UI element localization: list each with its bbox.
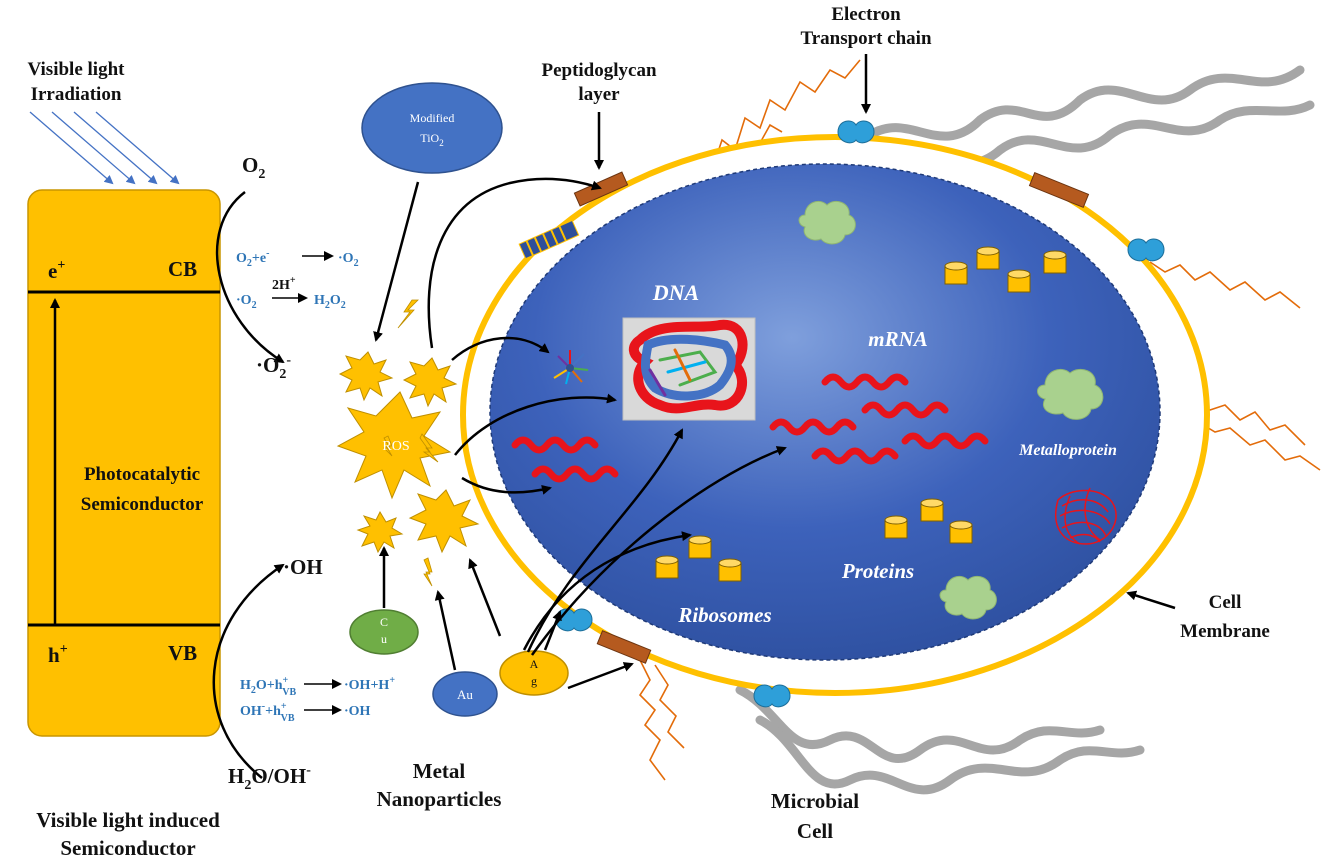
metal-np-label-1: Metal: [413, 759, 466, 783]
visible-light-label-1: Visible light: [28, 59, 126, 80]
ros-bursts: [336, 351, 480, 554]
bottom-left-label-1: Visible light induced: [36, 808, 220, 832]
cu-label-2: u: [381, 632, 387, 646]
h-plus-label: h+: [48, 642, 68, 667]
equation-2-right: H2O2: [314, 293, 346, 311]
visible-light-label-2: Irradiation: [31, 84, 122, 105]
equation-4-left: OH-+h+VB: [240, 701, 295, 724]
modified-tio2-label-2: TiO2: [420, 131, 443, 148]
superoxide-label: ·O2-: [256, 353, 291, 382]
ribosomes-icons: [655, 246, 1067, 582]
au-label: Au: [457, 687, 473, 702]
equation-1-left: O2+e-: [236, 248, 269, 269]
semiconductor-label-2: Semiconductor: [81, 494, 204, 515]
cu-label-1: C: [380, 615, 388, 629]
dna-icon: [628, 319, 748, 414]
cell-membrane-label-2: Membrane: [1180, 621, 1270, 642]
microbial-cell-label-2: Cell: [797, 819, 833, 843]
peptidoglycan-label-2: layer: [578, 84, 620, 105]
equation-2-left: ·O2: [236, 293, 257, 311]
dna-label: DNA: [652, 280, 699, 305]
ribosomes-label: Ribosomes: [677, 603, 771, 627]
peptidoglycan-label-1: Peptidoglycan: [541, 60, 656, 81]
hydroxyl-label: ·OH: [283, 555, 323, 579]
porin-stripes: [518, 219, 580, 260]
e-plus-label: e+: [48, 258, 65, 283]
microbial-cell-label-1: Microbial: [771, 789, 859, 813]
red-scribble-structure: [1055, 487, 1117, 545]
tio2-arrow: [373, 181, 420, 342]
proteins-label: Proteins: [841, 559, 914, 583]
cytoplasm: [489, 163, 1161, 661]
lightning-bolts: [383, 299, 439, 587]
o2-label: O2: [242, 153, 265, 182]
au-nanoparticle: [432, 671, 498, 717]
etc-label-2: Transport chain: [800, 28, 932, 49]
metalloprotein-blobs: [798, 200, 1104, 620]
vb-label: VB: [168, 641, 197, 665]
cell-membrane-label-1: Cell: [1209, 592, 1242, 613]
equation-2-over: 2H+: [272, 275, 296, 293]
cell-membrane-arrow: [1126, 590, 1176, 610]
cu-nanoparticle: [349, 609, 419, 655]
bottom-left-label-2: Semiconductor: [60, 836, 195, 860]
ros-target-arrows: [427, 177, 617, 495]
h2o-oxidation-arrow: [212, 563, 285, 779]
semiconductor-block: [27, 189, 221, 737]
modified-tio2-ellipse: [361, 82, 503, 174]
ag-label-2: g: [531, 674, 537, 688]
metalloprotein-label: Metalloprotein: [1018, 442, 1117, 459]
etc-label-1: Electron: [831, 4, 901, 25]
equation-1-right: ·O2: [338, 251, 359, 269]
modified-tio2-label-1: Modified: [410, 111, 455, 125]
nanoparticle-arrows: [379, 428, 787, 690]
equation-4-right: ·OH: [344, 704, 371, 719]
equation-3-right: ·OH+H+: [344, 675, 395, 693]
equation-3-left: H2O+h+VB: [240, 675, 296, 698]
metal-np-label-2: Nanoparticles: [377, 787, 502, 811]
ros-label: ROS: [382, 439, 409, 454]
cb-label: CB: [168, 257, 197, 281]
mrna-strands: [511, 373, 989, 483]
damaged-protein-icon: [553, 350, 589, 385]
light-rays: [29, 111, 180, 185]
o2-reduction-arrow: [215, 191, 285, 364]
ag-label-1: A: [530, 657, 539, 671]
pili-bottom: [735, 685, 1145, 795]
h2o-oh-label: H2O/OH-: [228, 763, 311, 793]
semiconductor-label-1: Photocatalytic: [84, 464, 200, 485]
mrna-label: mRNA: [868, 327, 928, 351]
